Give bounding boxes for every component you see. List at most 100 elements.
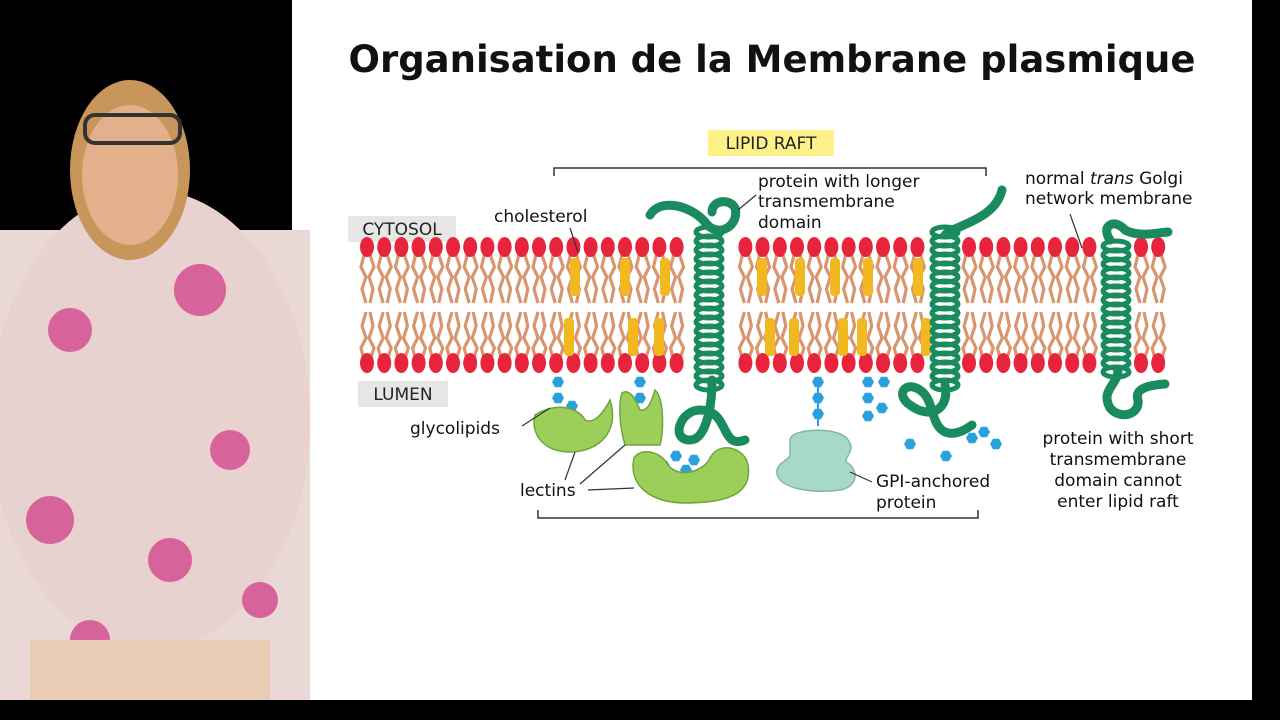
lectin-left (533, 398, 614, 453)
lipid-raft-label-bg (708, 130, 834, 156)
lipid-head (669, 353, 684, 373)
lipid-tail (642, 311, 651, 361)
lipid-head (532, 353, 546, 373)
lipid-head (807, 353, 822, 373)
long-tm-label-line2: transmembrane (758, 192, 895, 212)
lipid-tail (1141, 254, 1150, 304)
short-tm-helix (1100, 238, 1132, 380)
lipid-tail (978, 254, 987, 304)
lipid-tail (411, 254, 420, 304)
lipid-tail (745, 254, 754, 304)
lipid-head (635, 237, 650, 257)
lipid-tail (359, 311, 368, 361)
lipid-head (360, 237, 374, 257)
lipid-tail (823, 254, 832, 304)
lipid-tail (522, 254, 531, 304)
lipid-tail (969, 311, 978, 361)
lectin-middle (619, 388, 664, 446)
lipid-head (514, 353, 529, 373)
lipid-tail (814, 311, 823, 361)
lipid-tail (1089, 311, 1098, 361)
lipid-head (532, 237, 546, 257)
cholesterol-label: cholesterol (494, 207, 587, 227)
lipid-head (549, 237, 564, 257)
cholesterol-molecule (795, 258, 805, 296)
lipid-head (446, 353, 460, 373)
lipid-tail (1150, 254, 1159, 304)
lipid-tail (453, 254, 462, 304)
lipid-head (996, 237, 1011, 257)
lipid-head (910, 237, 925, 257)
lipid-tail (393, 254, 402, 304)
lipid-tail (831, 311, 840, 361)
lipid-tail (539, 311, 548, 361)
sugar-unit (904, 438, 916, 450)
lipid-tail (1064, 311, 1073, 361)
short-tm-label-line4: enter lipid raft (1057, 492, 1179, 512)
lipid-head (635, 353, 650, 373)
lipid-tail (548, 311, 557, 361)
lipid-head (566, 237, 581, 257)
lipid-head (394, 353, 409, 373)
cholesterol-molecule (654, 318, 664, 356)
cholesterol-molecule (838, 318, 848, 356)
lipid-head (1151, 353, 1166, 373)
cholesterol-molecule (789, 318, 799, 356)
cholesterol-molecule (564, 318, 574, 356)
lipid-head (480, 237, 495, 257)
lipid-head (1030, 353, 1045, 373)
lipid-head (807, 237, 822, 257)
lipid-tail (514, 254, 523, 304)
lipid-head (600, 237, 615, 257)
cholesterol-molecule (765, 318, 775, 356)
lipid-tail (745, 311, 754, 361)
lipid-tail (573, 311, 582, 361)
sugar-unit (688, 454, 700, 466)
lipid-head (411, 237, 426, 257)
lipid-tail (428, 311, 437, 361)
lipid-head (1082, 353, 1097, 373)
lipid-head (480, 353, 495, 373)
lipid-head (1013, 353, 1028, 373)
lipid-head (1134, 353, 1148, 373)
sugar-unit (876, 402, 888, 414)
lipid-tail (384, 254, 393, 304)
lipid-tail (470, 311, 479, 361)
cholesterol-molecule (570, 258, 580, 296)
lipid-tail (1047, 254, 1056, 304)
lipid-head (841, 353, 856, 373)
cholesterol-pointer (569, 227, 579, 253)
lipid-tail (737, 254, 746, 304)
lipid-head (772, 237, 787, 257)
lipid-head (790, 237, 804, 257)
cholesterol-molecule (863, 258, 873, 296)
lipid-head (652, 237, 667, 257)
lipid-tail (591, 254, 600, 304)
lipid-tail (411, 311, 420, 361)
lipid-head (394, 237, 409, 257)
sugar-unit (862, 376, 874, 388)
cholesterol-molecule (620, 258, 630, 296)
lipid-head (377, 353, 392, 373)
lipid-tail (401, 311, 410, 361)
lipid-tail (617, 311, 626, 361)
lipid-head (893, 353, 908, 373)
lipid-head (1151, 237, 1166, 257)
lipid-tail (487, 254, 496, 304)
lipid-head (772, 353, 787, 373)
lumen-label: LUMEN (373, 385, 432, 405)
lipid-tail (1158, 254, 1167, 304)
lipid-tail (505, 311, 514, 361)
lipid-tail (497, 254, 506, 304)
lipid-tail (849, 254, 858, 304)
lipid-head (858, 237, 873, 257)
lipid-tail (1150, 311, 1159, 361)
lipid-tail (875, 254, 884, 304)
lipid-tail (900, 311, 909, 361)
lipid-tail (634, 254, 643, 304)
lipid-tail (737, 311, 746, 361)
presenter-figure (0, 80, 1280, 720)
lipid-head (1048, 353, 1062, 373)
cholesterol-molecule (757, 258, 767, 296)
